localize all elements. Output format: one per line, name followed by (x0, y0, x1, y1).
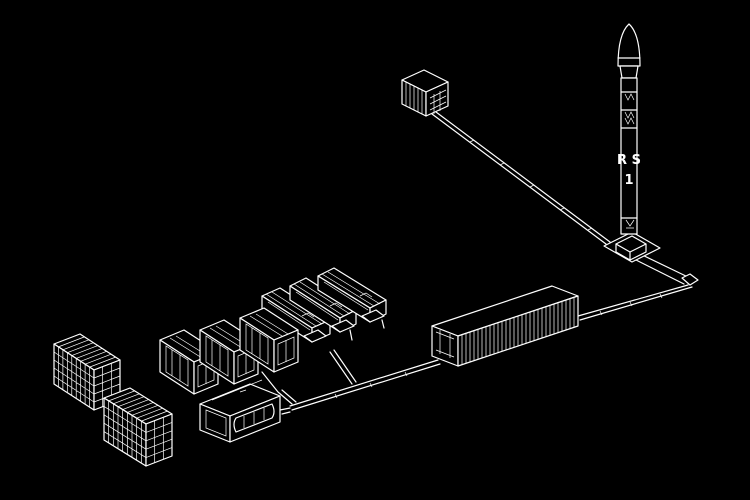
launch-pad (603, 231, 661, 263)
trailer-2 (289, 277, 357, 341)
lab-container (199, 379, 281, 443)
rocket-marking-top: R S (617, 153, 641, 168)
pipe-upper-to-pad (431, 111, 611, 245)
container-ribs (461, 297, 575, 365)
utility-box (401, 69, 449, 117)
pipe-mid-ticks (334, 371, 408, 399)
trailer-1 (261, 287, 331, 343)
pipe-branch-lab (279, 407, 291, 415)
rocket-body (620, 77, 638, 235)
pipe-branch-trailers (329, 349, 357, 385)
pipe-elbow-junction (681, 273, 699, 286)
pipe-container-to-modules (289, 359, 441, 411)
grid-container-lower (103, 387, 173, 467)
pipe-upper-ticks (469, 139, 593, 231)
pipe-branch-modules (261, 371, 297, 405)
pipeline-network (261, 111, 699, 415)
equipment-module-3 (239, 307, 299, 373)
rocket-fairing (617, 23, 641, 67)
lab-tank (233, 403, 275, 433)
pipe-elbow-to-container (577, 284, 693, 321)
trailer-3 (317, 267, 387, 329)
grid-container-upper (53, 333, 121, 411)
rocket-marking-bottom: 1 (624, 173, 633, 188)
storage-container-long (431, 285, 579, 367)
rocket-rs1: R S 1 (617, 23, 641, 235)
pipe-pad-to-elbow (631, 251, 691, 285)
pipe-lower-ticks (599, 293, 663, 316)
